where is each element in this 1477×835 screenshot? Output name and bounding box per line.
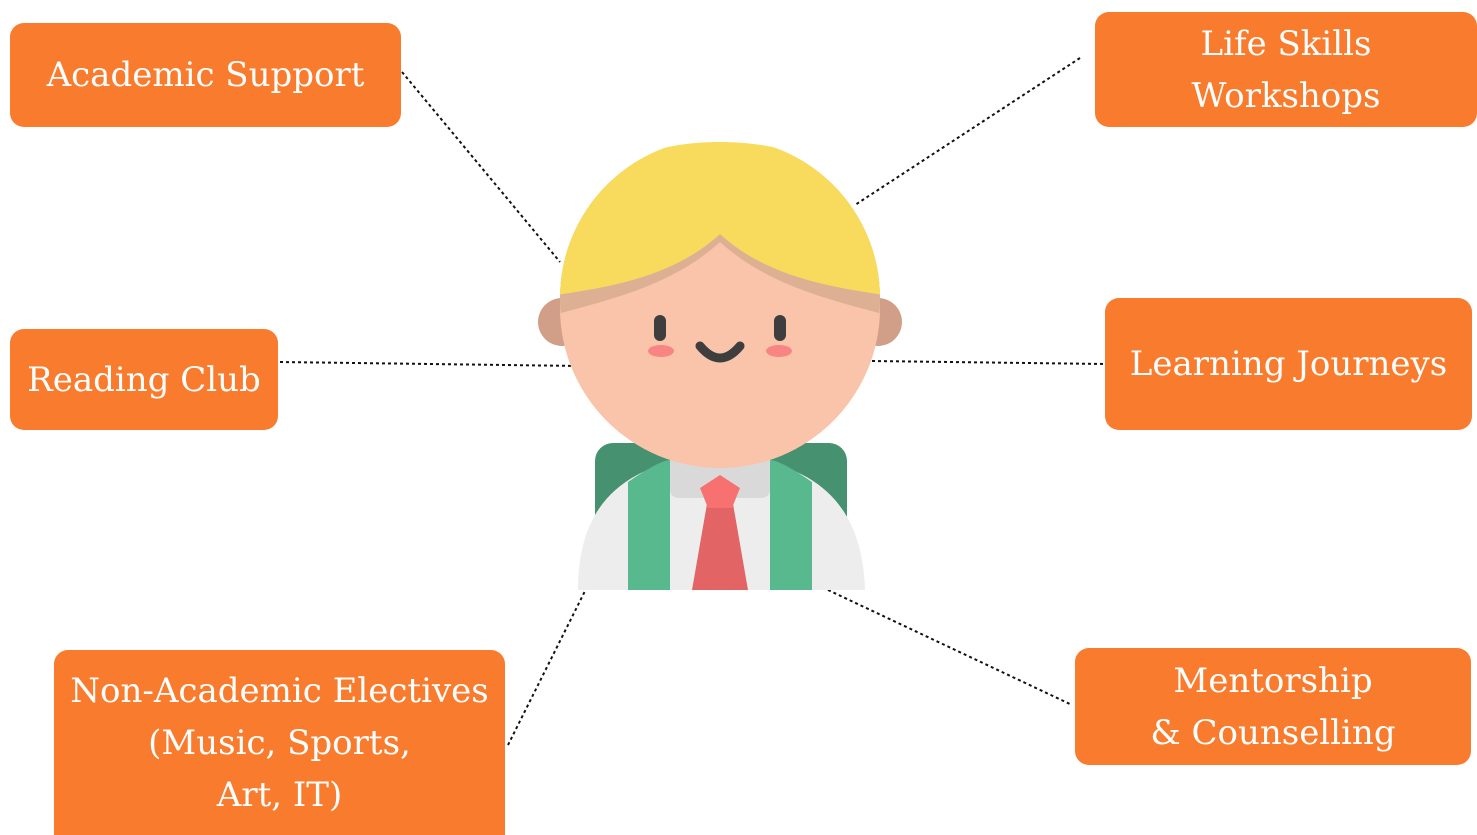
connector-reading-club <box>279 361 581 367</box>
connector-academic-support <box>401 71 561 263</box>
connector-learning-journeys <box>871 360 1106 365</box>
hair-icon <box>560 142 880 316</box>
connector-mentorship <box>827 589 1073 706</box>
topic-mentorship: Mentorship & Counselling <box>1075 648 1471 765</box>
connector-life-skills <box>854 57 1081 206</box>
tie-icon <box>692 475 748 590</box>
topic-reading-club: Reading Club <box>10 329 278 430</box>
strap-icon <box>628 460 812 590</box>
topic-non-academic-electives-label: Non-Academic Electives (Music, Sports, A… <box>70 670 489 815</box>
topic-life-skills-label: Life Skills Workshops <box>1191 23 1381 116</box>
face-icon <box>648 315 792 363</box>
topic-reading-club-label: Reading Club <box>27 359 261 400</box>
topic-academic-support: Academic Support <box>10 23 401 127</box>
topic-learning-journeys-label: Learning Journeys <box>1129 344 1448 384</box>
student-icon <box>538 142 902 590</box>
topic-non-academic-electives: Non-Academic Electives (Music, Sports, A… <box>54 650 505 835</box>
topic-learning-journeys: Learning Journeys <box>1105 298 1472 430</box>
topic-life-skills: Life Skills Workshops <box>1095 12 1477 127</box>
topic-academic-support-label: Academic Support <box>46 55 365 95</box>
topic-mentorship-label: Mentorship & Counselling <box>1150 660 1396 753</box>
